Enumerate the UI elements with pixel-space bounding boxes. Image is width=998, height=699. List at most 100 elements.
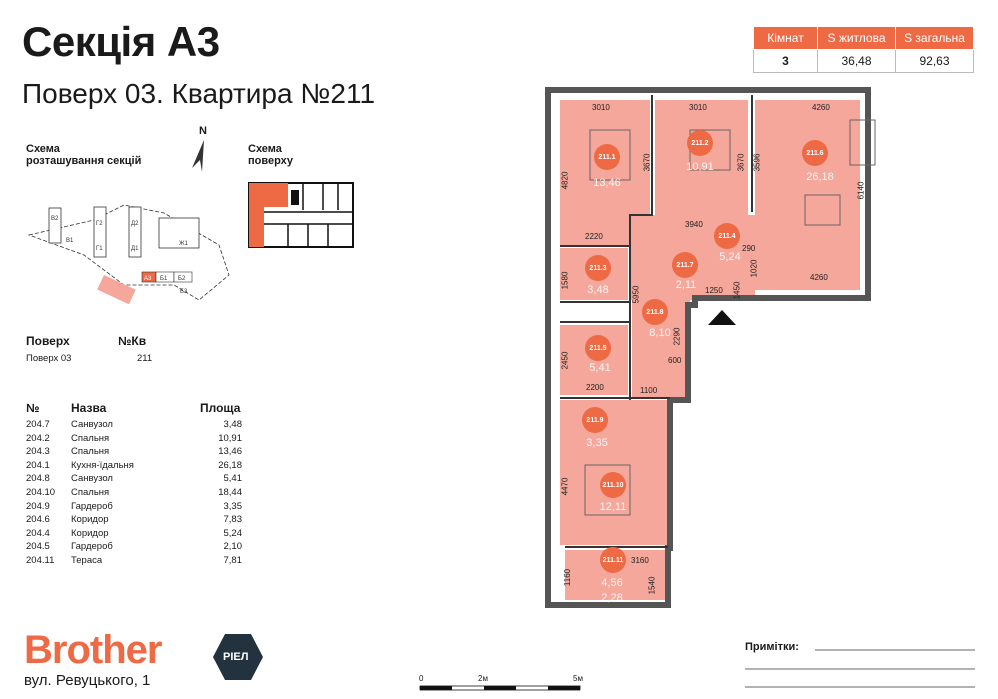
room-area: 18,44	[218, 487, 242, 498]
room-area: 2,10	[223, 541, 243, 553]
dimension-label: 3160	[631, 556, 649, 565]
room-number: 204.5	[26, 541, 50, 553]
floor-value: Поверх 03	[26, 353, 72, 364]
page-subtitle: Поверх 03. Квартира №211	[22, 78, 376, 109]
room-badge: 211.11	[600, 547, 626, 573]
stats-header: S загальна	[895, 26, 974, 50]
dimension-label: 3596	[752, 153, 762, 172]
room-number: 204.10	[26, 487, 56, 498]
dimension-label: 4470	[560, 477, 570, 496]
rooms-col-area: Площа	[200, 401, 241, 415]
room-name: Спальня	[71, 432, 110, 444]
dimension-label: 1450	[732, 281, 742, 300]
room-badge: 211.3	[585, 255, 611, 281]
walls	[545, 87, 871, 608]
room-area: 13,46	[218, 446, 242, 458]
terrace-reduced-area: 2,28	[601, 592, 623, 604]
dimension-label: 3670	[736, 153, 746, 172]
scale-label-5m: 5м	[573, 674, 583, 683]
rooms-col-number: №	[26, 401, 40, 415]
dimension-label: 600	[668, 356, 682, 365]
room-area-label: 3,35	[586, 437, 608, 449]
room-number: 204.11	[26, 555, 55, 566]
room-number: 204.2	[26, 432, 50, 444]
living-area: 36,48	[817, 49, 896, 73]
room-area: 5,24	[223, 527, 243, 539]
svg-text:Г2: Г2	[96, 221, 103, 227]
dimension-label: 3670	[642, 153, 652, 172]
room-name: Гардероб	[71, 500, 113, 512]
room-area-label: 13,46	[593, 177, 621, 189]
room-badge: 211.7	[672, 252, 698, 278]
room-area-label: 2,11	[675, 279, 697, 291]
svg-text:Б1: Б1	[160, 276, 168, 282]
stats-header: Кімнат	[753, 26, 818, 50]
apartment-number-header: №Кв	[118, 334, 147, 348]
room-area: 26,18	[218, 459, 242, 471]
room-number: 204.6	[26, 514, 50, 526]
dimension-label: 3940	[685, 220, 703, 229]
dimension-label: 5950	[631, 285, 641, 304]
room-area-label: 5,41	[589, 362, 611, 374]
room-badge: 211.4	[714, 223, 740, 249]
dimension-label: 1100	[640, 386, 658, 395]
dimension-label: 1160	[563, 568, 573, 587]
floor-scheme-map	[248, 182, 354, 248]
room-badge: 211.2	[687, 130, 713, 156]
room-area-label: 8,10	[649, 327, 671, 339]
rooms-count: 3	[753, 49, 818, 73]
riel-logo	[213, 634, 263, 680]
svg-text:В1: В1	[66, 238, 74, 244]
room-badge: 211.1	[594, 144, 620, 170]
notes-label: Примітки:	[745, 641, 799, 653]
dimension-label: 4260	[812, 103, 830, 112]
page-title: Секція А3	[22, 18, 220, 65]
room-name: Коридор	[71, 514, 109, 526]
room-badge: 211.8	[642, 299, 668, 325]
dimension-label: 2220	[585, 232, 603, 241]
dimension-label: 1580	[560, 271, 570, 290]
dimension-label: 2450	[560, 351, 570, 370]
room-number: 204.9	[26, 500, 50, 512]
north-arrow-icon	[192, 140, 204, 172]
dimension-label: 4260	[810, 273, 828, 282]
room-number: 204.4	[26, 527, 50, 539]
dimension-label: 1250	[705, 286, 723, 295]
svg-text:Д2: Д2	[131, 221, 139, 227]
room-badge: 211.6	[802, 140, 828, 166]
dimension-label: 1020	[749, 259, 759, 278]
room-area: 7,81	[223, 555, 243, 566]
room-name: Спальня	[71, 446, 110, 458]
room-area-label: 26,18	[806, 171, 834, 183]
brand-logo: Brother	[24, 628, 162, 672]
room-number: 204.8	[26, 473, 50, 485]
svg-text:Ж1: Ж1	[179, 241, 189, 247]
dimension-label: 3010	[592, 103, 610, 112]
stats-header: S житлова	[817, 26, 896, 50]
svg-text:Б3: Б3	[180, 289, 188, 295]
svg-text:Г1: Г1	[96, 246, 103, 252]
room-row: 204.4 Коридор 5,24	[26, 527, 246, 541]
room-badge: 211.10	[600, 472, 626, 498]
dimension-label: 1540	[647, 576, 657, 595]
room-area-label: 5,24	[719, 251, 741, 263]
dimension-label: 4820	[560, 171, 570, 190]
room-badge: 211.9	[582, 407, 608, 433]
apartment-number-value: 211	[137, 353, 153, 364]
svg-text:Д1: Д1	[131, 246, 139, 252]
room-name: Коридор	[71, 527, 109, 539]
dimension-label: 2200	[586, 383, 604, 392]
room-name: Тераса	[71, 555, 103, 566]
floor-header: Поверх	[26, 334, 70, 348]
dimension-label: 3010	[689, 103, 707, 112]
dimension-label: 6140	[856, 181, 866, 200]
